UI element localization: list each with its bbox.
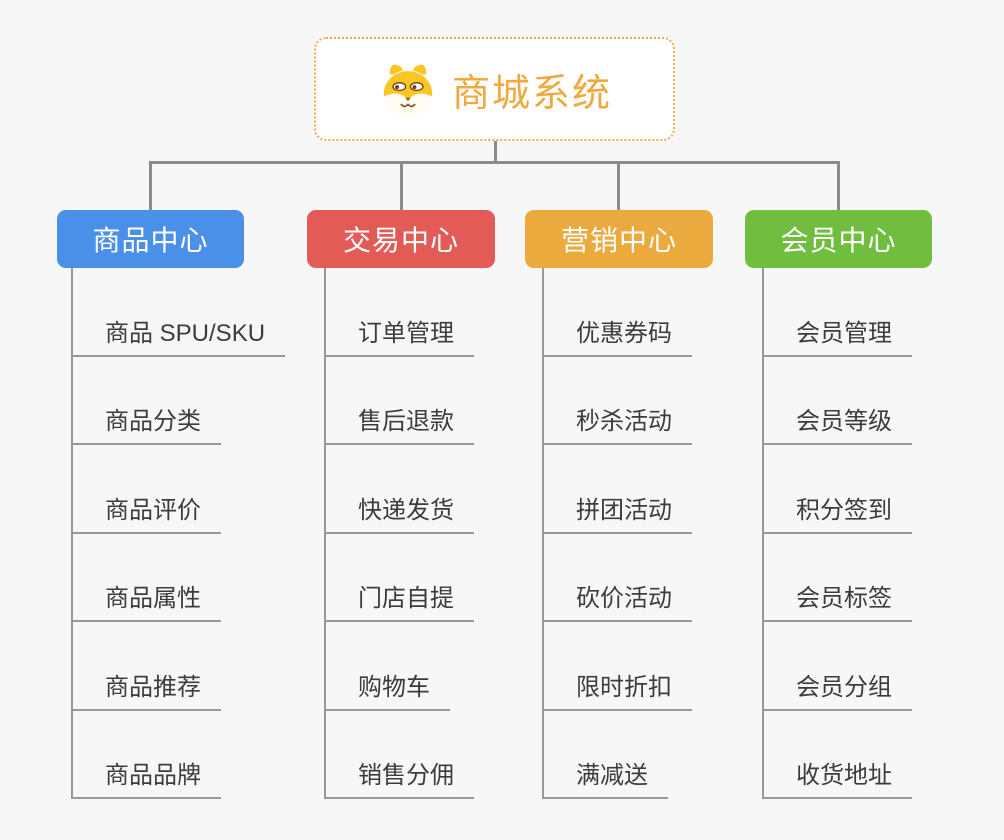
child-row: 商品品牌: [71, 711, 285, 799]
child-row: 销售分佣: [324, 711, 474, 799]
branch-node-member-center[interactable]: 会员中心: [745, 210, 932, 268]
branch-connector-stem: [149, 163, 152, 210]
child-row: 商品推荐: [71, 622, 285, 711]
child-node-trade-center-3[interactable]: 门店自提: [324, 585, 474, 622]
child-row: 限时折扣: [542, 622, 692, 711]
branch-child-list: 订单管理售后退款快递发货门店自提购物车销售分佣: [324, 268, 474, 799]
child-row: 砍价活动: [542, 534, 692, 622]
child-node-trade-center-2[interactable]: 快递发货: [324, 497, 474, 534]
branch-connector-stem: [617, 163, 620, 210]
child-row: 优惠券码: [542, 268, 692, 357]
child-row: 收货地址: [762, 711, 912, 799]
branch-connector-rail: [149, 161, 840, 164]
child-node-member-center-5[interactable]: 收货地址: [762, 762, 912, 799]
child-node-member-center-2[interactable]: 积分签到: [762, 497, 912, 534]
child-node-marketing-center-4[interactable]: 限时折扣: [542, 674, 692, 711]
branch-node-marketing-center[interactable]: 营销中心: [525, 210, 713, 268]
child-node-trade-center-5[interactable]: 销售分佣: [324, 762, 474, 799]
child-node-product-center-2[interactable]: 商品评价: [71, 497, 221, 534]
branch-node-label: 交易中心: [342, 225, 459, 256]
child-node-trade-center-4[interactable]: 购物车: [324, 674, 450, 711]
branch-node-product-center[interactable]: 商品中心: [57, 210, 244, 268]
child-row: 商品属性: [71, 534, 285, 622]
shiba-dog-icon: [383, 64, 433, 116]
child-node-product-center-4[interactable]: 商品推荐: [71, 674, 221, 711]
root-node[interactable]: 商城系统: [314, 37, 675, 141]
branch-child-rail: [542, 268, 544, 799]
child-row: 会员分组: [762, 622, 912, 711]
child-row: 商品 SPU/SKU: [71, 268, 286, 357]
child-row: 秒杀活动: [542, 357, 692, 445]
child-node-marketing-center-5[interactable]: 满减送: [542, 762, 668, 799]
branch-node-label: 会员中心: [780, 225, 897, 256]
branch-child-list: 商品 SPU/SKU 商品分类商品评价商品属性商品推荐商品品牌: [71, 268, 286, 799]
child-node-trade-center-1[interactable]: 售后退款: [324, 408, 474, 445]
child-node-marketing-center-0[interactable]: 优惠券码: [542, 320, 692, 357]
branch-child-list: 会员管理会员等级积分签到会员标签会员分组收货地址: [762, 268, 912, 799]
child-row: 门店自提: [324, 534, 474, 622]
child-row: 拼团活动: [542, 445, 692, 534]
child-row: 售后退款: [324, 357, 474, 445]
child-row: 满减送: [542, 711, 692, 799]
branch-connector-stem: [837, 163, 840, 210]
child-node-member-center-3[interactable]: 会员标签: [762, 585, 912, 622]
child-row: 商品分类: [71, 357, 285, 445]
branch-child-rail: [324, 268, 326, 799]
child-row: 会员管理: [762, 268, 912, 357]
child-node-marketing-center-1[interactable]: 秒杀活动: [542, 408, 692, 445]
child-row: 快递发货: [324, 445, 474, 534]
child-node-trade-center-0[interactable]: 订单管理: [324, 320, 474, 357]
child-node-member-center-1[interactable]: 会员等级: [762, 408, 912, 445]
child-row: 会员标签: [762, 534, 912, 622]
branch-node-trade-center[interactable]: 交易中心: [307, 210, 495, 268]
child-row: 订单管理: [324, 268, 474, 357]
child-node-marketing-center-2[interactable]: 拼团活动: [542, 497, 692, 534]
branch-child-list: 优惠券码秒杀活动拼团活动砍价活动限时折扣满减送: [542, 268, 692, 799]
branch-child-rail: [71, 268, 73, 799]
child-row: 商品评价: [71, 445, 285, 534]
child-node-member-center-4[interactable]: 会员分组: [762, 674, 912, 711]
child-row: 购物车: [324, 622, 474, 711]
child-row: 会员等级: [762, 357, 912, 445]
branch-node-label: 营销中心: [560, 225, 677, 256]
root-connector-stem: [494, 140, 497, 163]
child-node-product-center-0[interactable]: 商品 SPU/SKU: [71, 320, 286, 357]
branch-child-rail: [762, 268, 764, 799]
child-node-member-center-0[interactable]: 会员管理: [762, 320, 912, 357]
child-node-product-center-5[interactable]: 商品品牌: [71, 762, 221, 799]
child-node-product-center-1[interactable]: 商品分类: [71, 408, 221, 445]
child-row: 积分签到: [762, 445, 912, 534]
branch-connector-stem: [400, 163, 403, 210]
root-node-label: 商城系统: [451, 72, 612, 115]
child-node-product-center-3[interactable]: 商品属性: [71, 585, 221, 622]
branch-node-label: 商品中心: [92, 225, 209, 256]
child-node-marketing-center-3[interactable]: 砍价活动: [542, 585, 692, 622]
